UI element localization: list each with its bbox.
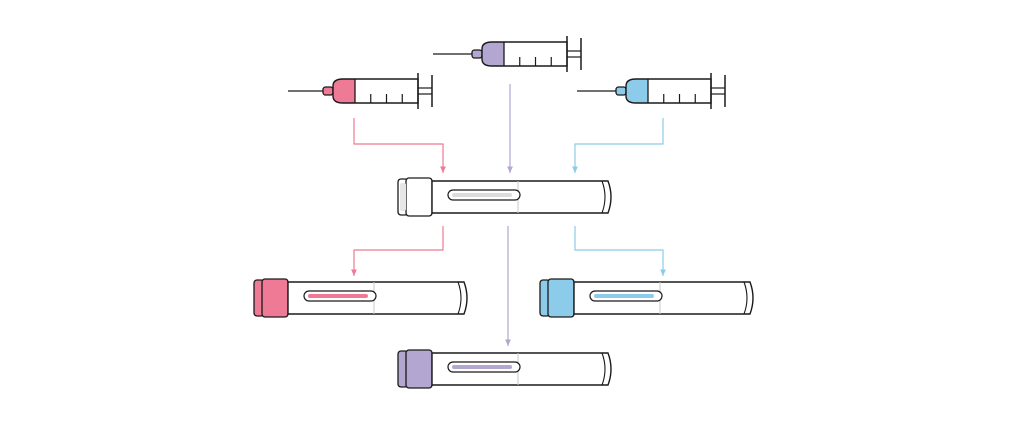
pen-body [431, 352, 612, 386]
syringe-hub [322, 86, 334, 96]
syringe-pink [288, 73, 433, 109]
arrow-pen-to-pink-pen [351, 226, 444, 276]
syringe-hub [615, 86, 627, 96]
pen-window-liquid [452, 193, 512, 197]
pen-empty [397, 177, 612, 217]
pen-body [287, 281, 468, 315]
syringe-barrel [625, 78, 712, 104]
arrow-pen-to-blue-pen [574, 226, 666, 276]
pen-window-liquid [452, 365, 512, 369]
pen-body [431, 180, 612, 214]
syringe-purple [433, 36, 582, 72]
pen-purple [397, 349, 612, 389]
pen-body [573, 281, 754, 315]
pen-blue [539, 278, 754, 318]
syringe-liquid [333, 79, 355, 103]
pen-pink [253, 278, 468, 318]
syringe-blue [577, 73, 726, 109]
syringe-barrel [332, 78, 419, 104]
pen-cap [405, 349, 433, 389]
pen-window-liquid [308, 294, 368, 298]
arrow-syringe-blue-to-pen [572, 118, 664, 173]
syringe-liquid [626, 79, 648, 103]
pen-cap [405, 177, 433, 217]
syringe-liquid [482, 42, 504, 66]
syringe-barrel [481, 41, 568, 67]
pen-window-liquid [594, 294, 654, 298]
pen-cap [547, 278, 575, 318]
arrow-syringe-pink-to-pen [353, 118, 446, 173]
pen-cap [261, 278, 289, 318]
syringe-hub [471, 49, 483, 59]
